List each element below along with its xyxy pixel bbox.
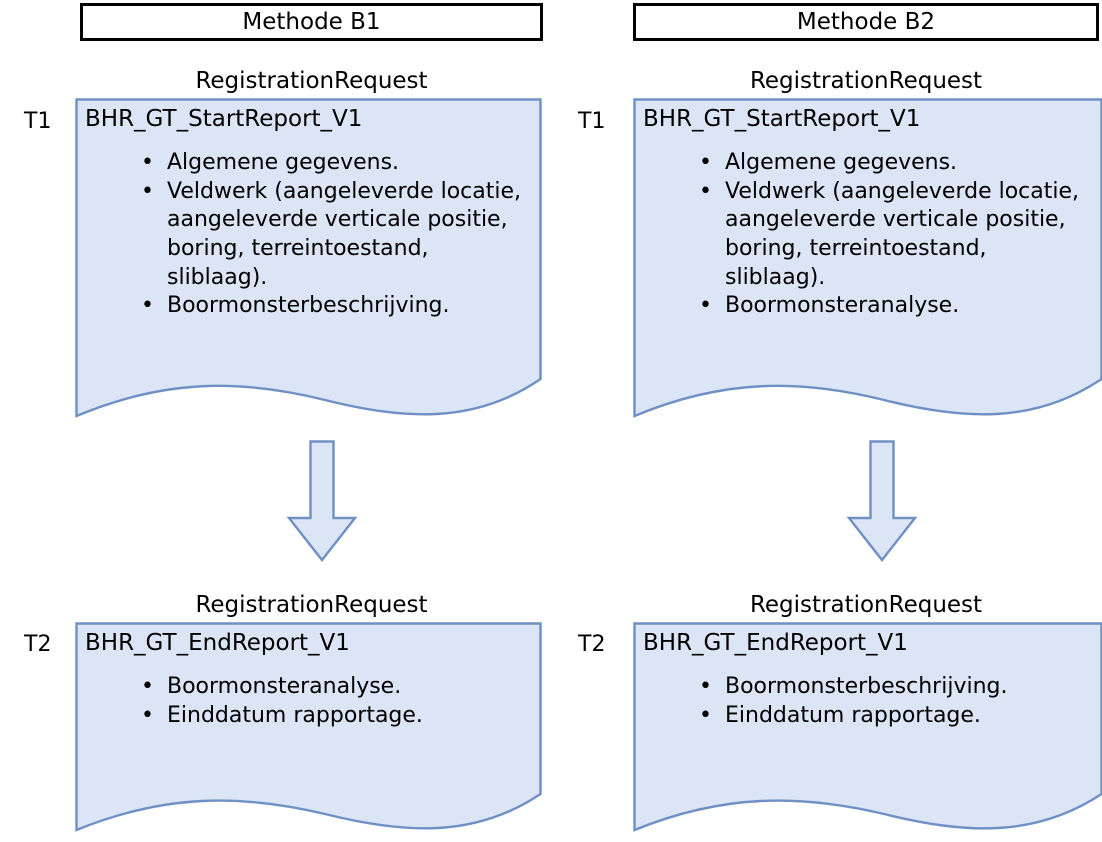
document-b1-t2: BHR_GT_EndReport_V1 Boormonsteranalyse. … [75,622,542,842]
flow-arrow-b1 [286,439,358,563]
document-b2-t1: BHR_GT_StartReport_V1 Algemene gegevens.… [633,98,1102,428]
document-bullet-list-b2-t1: Algemene gegevens. Veldwerk (aangeleverd… [643,149,1093,321]
time-label-b2-t1: T1 [578,109,606,134]
time-label-b1-t2: T2 [24,632,52,657]
list-item: Boormonsteranalyse. [137,673,532,702]
document-title-b1-t1: BHR_GT_StartReport_V1 [85,106,363,132]
arrow-down-icon [846,440,918,562]
doc-caption-b2-t2: RegistrationRequest [749,592,983,618]
document-title-b1-t2: BHR_GT_EndReport_V1 [85,630,350,656]
document-bullet-list-b2-t2: Boormonsterbeschrijving. Einddatum rappo… [643,673,1093,730]
doc-caption-b2-t1: RegistrationRequest [749,68,983,94]
list-item: Veldwerk (aangeleverde locatie, aangelev… [695,178,1093,292]
time-label-b1-t1: T1 [24,109,52,134]
list-item: Boormonsterbeschrijving. [695,673,1093,702]
list-item: Boormonsterbeschrijving. [137,292,532,321]
document-b1-t1: BHR_GT_StartReport_V1 Algemene gegevens.… [75,98,542,428]
document-title-b2-t2: BHR_GT_EndReport_V1 [643,630,908,656]
doc-caption-b1-t2: RegistrationRequest [195,592,428,618]
time-label-b2-t2: T2 [578,632,606,657]
arrow-down-icon [286,440,358,562]
list-item: Einddatum rapportage. [137,702,532,731]
document-bullet-list-b1-t2: Boormonsteranalyse. Einddatum rapportage… [85,673,532,730]
document-b2-t2: BHR_GT_EndReport_V1 Boormonsterbeschrijv… [633,622,1102,842]
method-header-b1: Methode B1 [80,3,543,41]
list-item: Algemene gegevens. [137,149,532,178]
document-bullet-list-b1-t1: Algemene gegevens. Veldwerk (aangeleverd… [85,149,532,321]
list-item: Einddatum rapportage. [695,702,1093,731]
list-item: Veldwerk (aangeleverde locatie, aangelev… [137,178,532,292]
method-header-b2: Methode B2 [633,3,1099,41]
flow-arrow-b2 [846,439,918,563]
method-header-b2-label: Methode B2 [796,8,936,35]
list-item: Algemene gegevens. [695,149,1093,178]
method-header-b1-label: Methode B1 [242,8,381,35]
list-item: Boormonsteranalyse. [695,292,1093,321]
doc-caption-b1-t1: RegistrationRequest [195,68,428,94]
document-title-b2-t1: BHR_GT_StartReport_V1 [643,106,921,132]
